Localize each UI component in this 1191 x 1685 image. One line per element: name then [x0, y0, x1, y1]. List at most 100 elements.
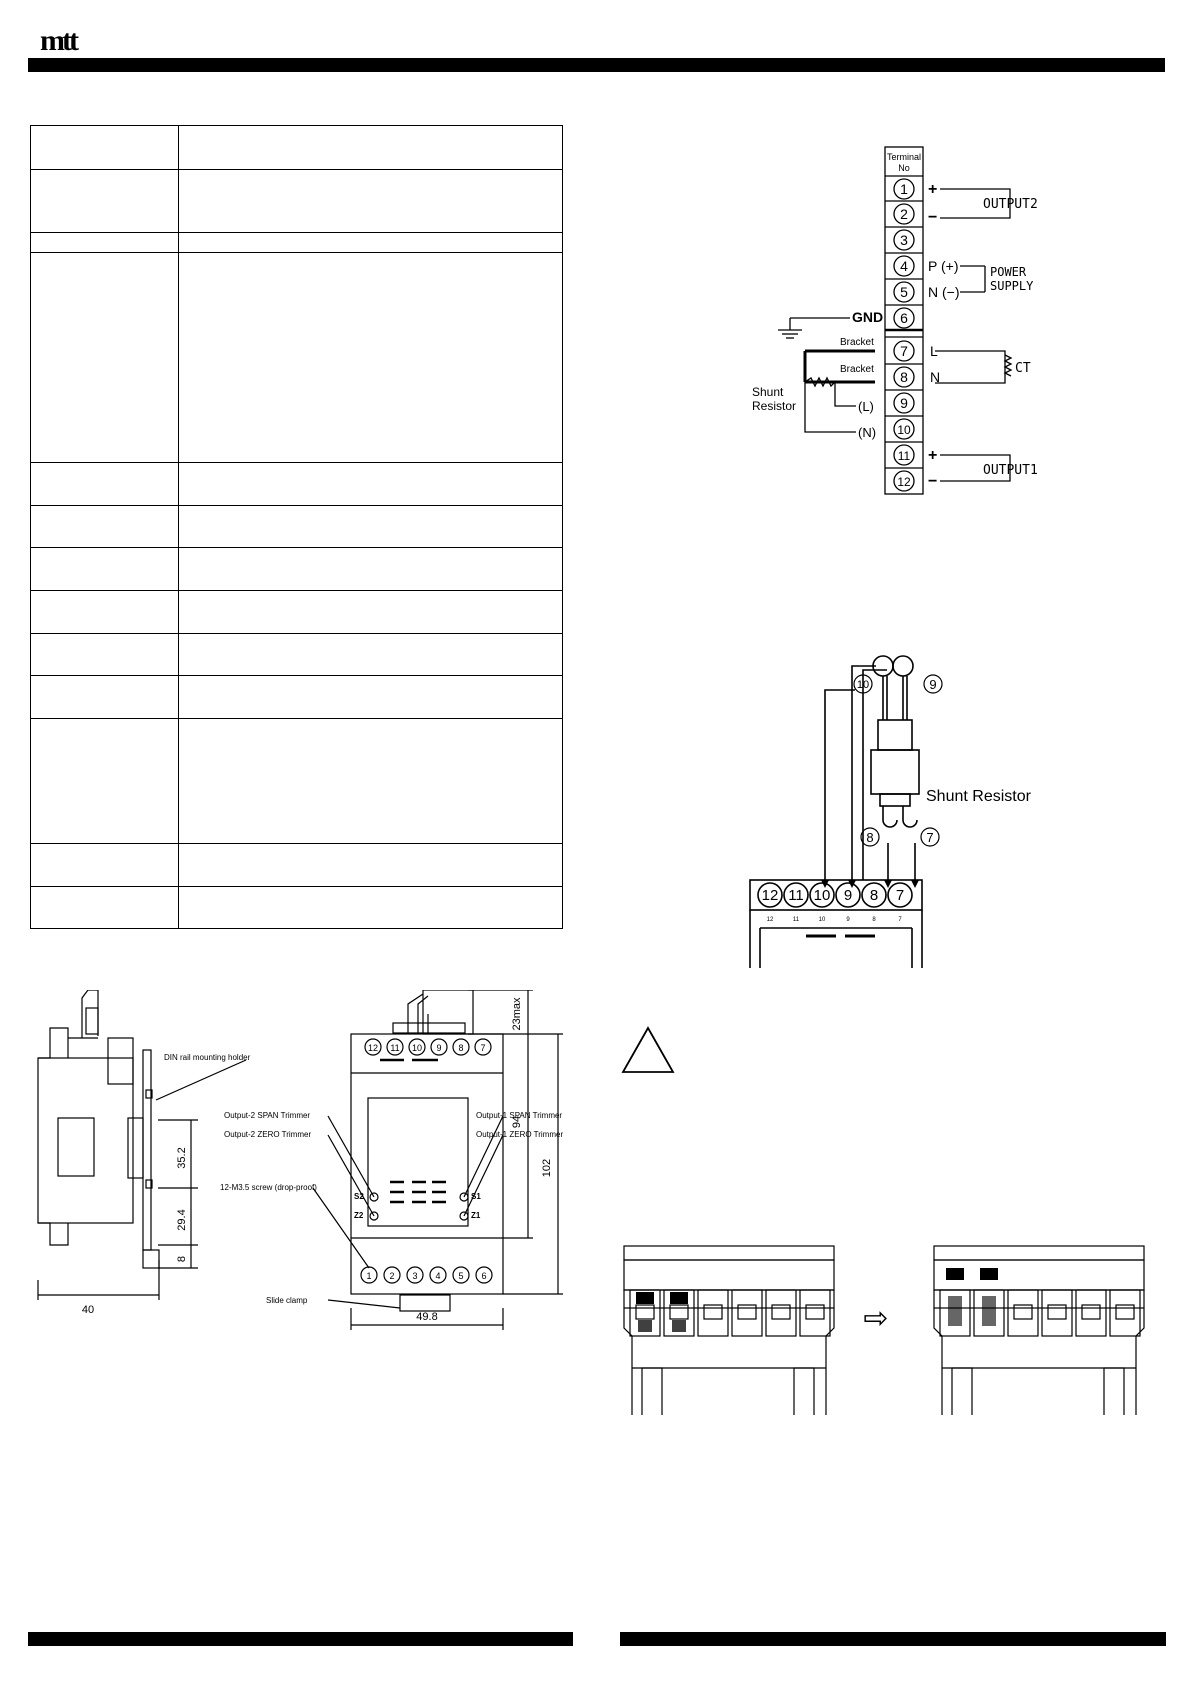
terminal-header-no: No — [898, 163, 910, 173]
dim-102: 102 — [541, 1159, 553, 1177]
dim-35-2: 35.2 — [176, 1147, 188, 1168]
header-rule — [28, 58, 1165, 72]
out2-span-label: Output-2 SPAN Trimmer — [224, 1111, 310, 1120]
terminal-number: 7 — [896, 887, 904, 904]
shunt-resistor-label: Shunt Resistor — [926, 788, 1032, 805]
shunt-install-diagram: 12 11 10 9 8 7 12 11 10 9 8 7 10 9 8 7 S… — [749, 655, 1032, 968]
terminal-number: 3 — [900, 232, 908, 248]
dim-49-8: 49.8 — [416, 1311, 437, 1323]
footer-rule-right — [620, 1632, 1166, 1646]
terminal-header: Terminal — [887, 152, 921, 162]
terminal-number: 7 — [900, 343, 908, 359]
terminal-number: 2 — [900, 206, 908, 222]
plus-sign: + — [928, 181, 937, 198]
z1-label: Z1 — [471, 1211, 481, 1220]
svg-text:11: 11 — [793, 917, 800, 923]
p-plus-label: P (+) — [928, 258, 958, 274]
n-label: N — [930, 369, 940, 385]
footer-rule-left — [28, 1632, 573, 1646]
terminal-number: 6 — [900, 310, 908, 326]
warning-icon — [621, 1026, 675, 1073]
n-paren-label: (N) — [858, 425, 876, 440]
bracket-label: Bracket — [840, 337, 874, 348]
l-paren-label: (L) — [858, 399, 874, 414]
minus-sign: − — [928, 473, 937, 490]
din-holder-label: DIN rail mounting holder — [164, 1053, 251, 1062]
svg-text:10: 10 — [412, 1043, 422, 1053]
output1-label: OUTPUT1 — [983, 463, 1038, 478]
company-logo: mtt — [40, 24, 79, 57]
gnd-label: GND — [852, 309, 883, 325]
svg-text:6: 6 — [481, 1271, 486, 1281]
specification-table — [30, 125, 563, 929]
power-label: POWER — [990, 265, 1027, 279]
svg-text:12: 12 — [767, 917, 774, 923]
dim-40: 40 — [82, 1304, 94, 1316]
out2-zero-label: Output-2 ZERO Trimmer — [224, 1130, 311, 1139]
table-row — [30, 633, 563, 676]
dim-29-4: 29.4 — [176, 1209, 188, 1230]
table-row — [30, 718, 563, 844]
terminal-number: 8 — [870, 887, 878, 904]
table-row — [30, 462, 563, 506]
terminal-number: 5 — [900, 284, 908, 300]
slide-clamp-label: Slide clamp — [266, 1296, 308, 1305]
minus-sign: − — [928, 209, 937, 226]
table-row — [30, 547, 563, 591]
output2-label: OUTPUT2 — [983, 197, 1038, 212]
table-row — [30, 675, 563, 719]
terminal-number: 11 — [898, 449, 911, 463]
svg-text:5: 5 — [458, 1271, 463, 1281]
ct-label: CT — [1015, 361, 1031, 376]
dimensions-drawing: 12 11 10 9 8 7 1 2 3 4 5 6 DIN rail moun… — [37, 990, 563, 1330]
svg-text:9: 9 — [929, 677, 936, 692]
svg-text:1: 1 — [366, 1271, 371, 1281]
svg-text:12: 12 — [368, 1043, 378, 1053]
terminal-number: 10 — [897, 423, 911, 437]
out1-span-label: Output-1 SPAN Trimmer — [476, 1111, 562, 1120]
svg-text:11: 11 — [390, 1043, 399, 1053]
dim-23max: 23max — [511, 997, 523, 1031]
arrow-right-icon: ⇨ — [863, 1302, 888, 1335]
resistor-label: Resistor — [752, 399, 796, 413]
terminal-number: 9 — [900, 395, 908, 411]
z2-label: Z2 — [354, 1211, 364, 1220]
table-row — [30, 590, 563, 634]
terminal-number: 11 — [788, 887, 804, 904]
shunt-label: Shunt — [752, 385, 784, 399]
svg-text:2: 2 — [389, 1271, 394, 1281]
dim-8: 8 — [176, 1256, 188, 1262]
table-row — [30, 125, 563, 170]
dim-94: 94 — [511, 1116, 523, 1128]
out1-zero-label: Output-1 ZERO Trimmer — [476, 1130, 563, 1139]
terminal-number: 8 — [900, 369, 908, 385]
connector-drawings: ⇨ — [623, 1245, 1145, 1415]
table-row — [30, 169, 563, 233]
svg-text:4: 4 — [435, 1271, 440, 1281]
terminal-number: 4 — [900, 258, 908, 274]
svg-text:10: 10 — [819, 917, 826, 923]
svg-text:7: 7 — [898, 917, 902, 923]
svg-text:10: 10 — [857, 679, 869, 691]
terminal-number: 12 — [762, 887, 779, 904]
svg-text:7: 7 — [926, 830, 933, 845]
svg-text:9: 9 — [436, 1043, 441, 1053]
l-label: L — [930, 343, 938, 359]
terminal-number: 1 — [900, 181, 908, 197]
table-row — [30, 843, 563, 887]
terminal-number: 10 — [814, 887, 831, 904]
svg-text:9: 9 — [846, 917, 850, 923]
plus-sign: + — [928, 447, 937, 464]
s2-label: S2 — [354, 1192, 364, 1201]
svg-text:3: 3 — [412, 1271, 417, 1281]
terminal-number: 12 — [897, 475, 911, 489]
n-minus-label: N (−) — [928, 284, 960, 300]
table-row — [30, 252, 563, 463]
svg-text:8: 8 — [872, 917, 876, 923]
svg-text:7: 7 — [480, 1043, 485, 1053]
terminal-number: 9 — [844, 887, 852, 904]
s1-label: S1 — [471, 1192, 481, 1201]
table-row — [30, 886, 563, 929]
screw-label: 12-M3.5 screw (drop-proof) — [220, 1183, 317, 1192]
